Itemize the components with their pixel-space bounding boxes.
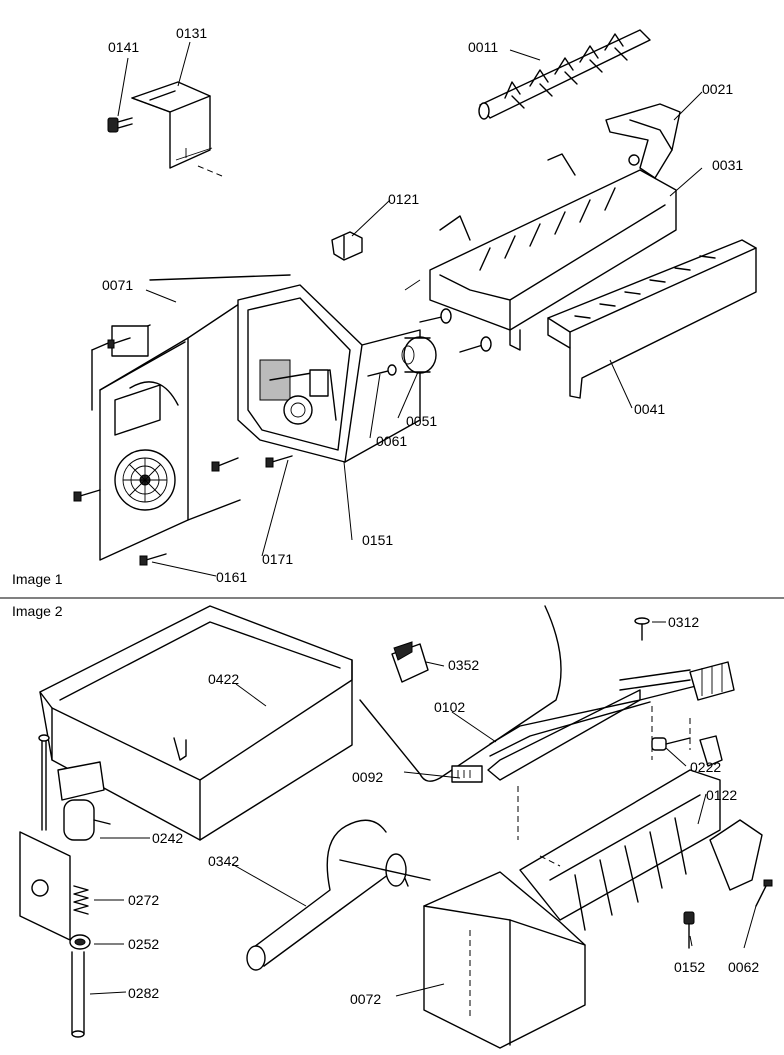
image-2-leaders xyxy=(89,621,757,997)
callout-0051: 0051 xyxy=(406,413,437,429)
image-1-leaders xyxy=(117,41,703,577)
part-0272-spring xyxy=(73,885,89,915)
callout-0092: 0092 xyxy=(352,769,383,785)
callout-0141: 0141 xyxy=(108,39,139,55)
part-0011-ejector xyxy=(478,29,651,120)
callout-0252: 0252 xyxy=(128,936,159,952)
part-0152-screw xyxy=(683,911,695,949)
part-0422-bin xyxy=(39,605,353,841)
part-0021-arm xyxy=(605,103,681,179)
callout-0222: 0222 xyxy=(690,759,721,775)
callout-0061: 0061 xyxy=(376,433,407,449)
callout-0272: 0272 xyxy=(128,892,159,908)
callout-0031: 0031 xyxy=(712,157,743,173)
section-titles: Image 1 Image 2 xyxy=(12,571,63,619)
callout-labels: 0141 0131 0011 0021 0031 0121 0071 0051 … xyxy=(102,25,759,1007)
callout-0352: 0352 xyxy=(448,657,479,673)
section-title-image-1: Image 1 xyxy=(12,571,63,587)
part-0041-cover xyxy=(547,239,757,399)
part-0121-clip xyxy=(331,231,363,261)
callout-0131: 0131 xyxy=(176,25,207,41)
part-0051-thermostat xyxy=(401,336,437,374)
part-0102-wire xyxy=(359,605,562,782)
part-0352-clip xyxy=(391,641,429,683)
callout-0422: 0422 xyxy=(208,671,239,687)
image-1-panel xyxy=(73,29,757,577)
part-0061-pins xyxy=(367,308,492,377)
image-2-alignment-lines xyxy=(517,706,691,867)
callout-0011: 0011 xyxy=(468,39,498,55)
callout-0161: 0161 xyxy=(216,569,247,585)
part-0072-cover xyxy=(423,871,586,1049)
callout-0151: 0151 xyxy=(362,532,393,548)
image-2-panel xyxy=(19,605,773,1049)
part-0312-screw xyxy=(634,617,650,641)
callout-0282: 0282 xyxy=(128,985,159,1001)
part-0062-screw xyxy=(755,879,773,907)
part-0282-tube xyxy=(71,951,85,1038)
part-0222-clip xyxy=(651,737,691,751)
part-0252-nut xyxy=(69,934,91,950)
part-0071-housing xyxy=(91,274,291,561)
callout-0152: 0152 xyxy=(674,959,705,975)
callout-0021: 0021 xyxy=(702,81,733,97)
callout-0121: 0121 xyxy=(388,191,419,207)
part-0242-valve xyxy=(19,734,111,941)
section-title-image-2: Image 2 xyxy=(12,603,63,619)
part-0151-frame xyxy=(237,284,421,463)
callout-0071: 0071 xyxy=(102,277,133,293)
callout-0041: 0041 xyxy=(634,401,665,417)
part-0092-harness xyxy=(451,661,735,783)
callout-0342: 0342 xyxy=(208,853,239,869)
part-0141-screw xyxy=(107,117,133,133)
callout-0072: 0072 xyxy=(350,991,381,1007)
part-0031-mold xyxy=(404,153,677,351)
callout-0062: 0062 xyxy=(728,959,759,975)
part-0342-tube xyxy=(246,819,431,971)
callout-0312: 0312 xyxy=(668,614,699,630)
callout-0102: 0102 xyxy=(434,699,465,715)
callout-0242: 0242 xyxy=(152,830,183,846)
part-0071-screw xyxy=(107,337,131,349)
callout-0171: 0171 xyxy=(262,551,293,567)
callout-0122: 0122 xyxy=(706,787,737,803)
part-0131-bracket xyxy=(131,81,223,177)
part-0122-mold xyxy=(519,735,763,931)
part-0171-screw xyxy=(73,455,293,502)
part-0161-screw xyxy=(139,553,167,566)
